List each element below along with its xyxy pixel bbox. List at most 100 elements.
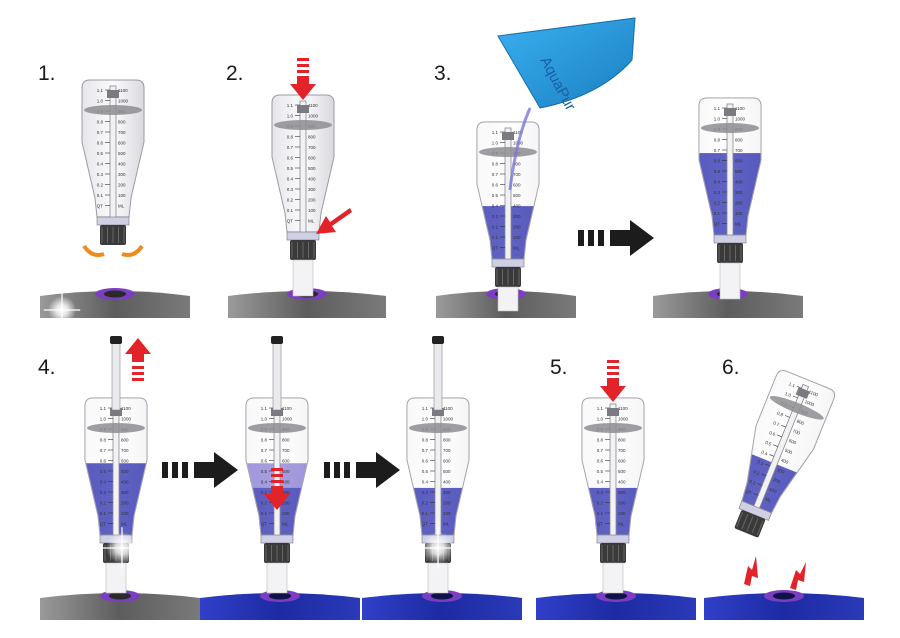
base-step-6: [704, 590, 864, 620]
scale-label-right: 300: [618, 490, 626, 495]
scale-label-right: 700: [308, 145, 316, 150]
scale-label-left: QT: [261, 522, 268, 527]
scale-label-left: QT: [597, 522, 604, 527]
scale-label-right: 800: [308, 135, 316, 140]
scale-label-left: 0.5: [287, 166, 294, 171]
scale-label-right: ML: [118, 204, 125, 209]
top-plug: [107, 90, 119, 98]
scale-label-right: 400: [618, 480, 626, 485]
scale-label-left: 0.2: [492, 225, 499, 230]
scale-label-left: 1.0: [97, 99, 104, 104]
scale-label-left: 0.6: [597, 459, 604, 464]
base-step-4c: [362, 590, 522, 620]
base-port-hole: [109, 593, 131, 600]
scale-label-right: 1000: [735, 117, 746, 122]
scale-label-left: 0.4: [422, 480, 429, 485]
scale-label-left: 0.5: [597, 469, 604, 474]
scale-label-right: 1100: [618, 406, 628, 411]
scale-label-left: 0.5: [492, 193, 499, 198]
base-step-4: [40, 590, 200, 620]
scale-label-right: 200: [308, 198, 316, 203]
scale-label-right: 800: [735, 138, 743, 143]
scale-label-right: 1100: [735, 106, 745, 111]
pull-rod: [112, 340, 120, 410]
bottle-step-6: 1.111001.010000.99000.88000.77000.66000.…: [717, 368, 836, 544]
scale-label-right: 800: [121, 438, 129, 443]
scale-label-right: 500: [443, 469, 451, 474]
scale-label-left: QT: [100, 522, 107, 527]
scale-label-right: ML: [513, 246, 520, 251]
scale-label-left: 0.7: [422, 448, 429, 453]
scale-label-left: 0.2: [97, 183, 104, 188]
filter-stem: [106, 563, 126, 593]
scale-label-right: 600: [735, 159, 743, 164]
scale-label-right: 400: [513, 204, 521, 209]
scale-label-right: 400: [308, 177, 316, 182]
scale-label-left: 0.2: [597, 501, 604, 506]
scale-label-left: 1.1: [97, 88, 104, 93]
scale-label-right: 100: [618, 511, 626, 516]
filter-stem: [498, 287, 518, 311]
scale-label-left: 0.4: [714, 180, 721, 185]
bottle-neck: [261, 535, 293, 543]
scale-label-right: 800: [618, 438, 626, 443]
scale-label-left: 0.8: [97, 120, 104, 125]
scale-label-left: 0.6: [492, 183, 499, 188]
scale-label-right: 600: [513, 183, 521, 188]
scale-label-left: 0.7: [100, 448, 107, 453]
scale-label-left: 1.1: [100, 406, 107, 411]
scale-label-right: 1000: [443, 417, 454, 422]
scale-label-left: 0.4: [261, 480, 268, 485]
scale-label-right: ML: [735, 222, 742, 227]
float-disc: [701, 123, 759, 133]
scale-label-left: 0.7: [287, 145, 294, 150]
press-arrow: [600, 360, 626, 402]
scale-label-left: 0.5: [261, 469, 268, 474]
scale-label-right: 700: [121, 448, 129, 453]
scale-label-right: 1100: [308, 103, 318, 108]
pull-rod: [434, 340, 442, 410]
progress-arrow: [162, 452, 238, 488]
scale-label-right: 300: [308, 187, 316, 192]
float-disc: [248, 423, 306, 433]
scale-label-left: 1.1: [492, 130, 499, 135]
float-disc: [479, 147, 537, 157]
spray-arrow-left: [744, 556, 758, 586]
scale-label-right: 400: [282, 480, 290, 485]
scale-label-right: 400: [443, 480, 451, 485]
scale-label-left: 0.2: [261, 501, 268, 506]
scale-label-right: 100: [118, 193, 126, 198]
scale-label-left: 0.7: [261, 448, 268, 453]
scale-label-right: 500: [308, 166, 316, 171]
bottle-step-3: 1.111001.010000.99000.88000.77000.66000.…: [477, 122, 539, 311]
scale-label-left: 0.1: [261, 511, 268, 516]
bottle-step-2: 1.111001.010000.99000.88000.77000.66000.…: [272, 95, 334, 296]
scale-label-left: 0.8: [714, 138, 721, 143]
base-port-hole: [431, 593, 453, 600]
float-disc: [409, 423, 467, 433]
scale-label-left: 0.1: [492, 235, 499, 240]
bottle-neck: [597, 535, 629, 543]
spray-arrow-right: [790, 562, 806, 590]
scale-label-right: ML: [308, 219, 315, 224]
scale-label-left: 1.1: [287, 103, 294, 108]
scale-label-left: 0.7: [97, 130, 104, 135]
scale-label-left: 0.5: [100, 469, 107, 474]
scale-label-left: 0.4: [492, 204, 499, 209]
progress-arrow: [578, 220, 654, 256]
scale-label-left: 0.6: [97, 141, 104, 146]
scale-label-left: 0.1: [287, 208, 294, 213]
scale-label-left: 1.0: [261, 417, 268, 422]
bottle-neck: [97, 217, 129, 225]
scale-label-right: 100: [282, 511, 290, 516]
scale-label-left: QT: [97, 204, 104, 209]
bottle-step-1: 1.111001.010000.99000.88000.77000.66000.…: [82, 80, 144, 245]
bottle-neck: [287, 232, 319, 240]
filter-stem: [720, 263, 740, 299]
scale-label-right: ML: [121, 522, 128, 527]
scale-label-left: 0.6: [714, 159, 721, 164]
scale-label-right: ML: [618, 522, 625, 527]
scale-label-right: 300: [513, 214, 521, 219]
filter-stem: [603, 563, 623, 593]
pull-rod-cap: [110, 336, 122, 344]
